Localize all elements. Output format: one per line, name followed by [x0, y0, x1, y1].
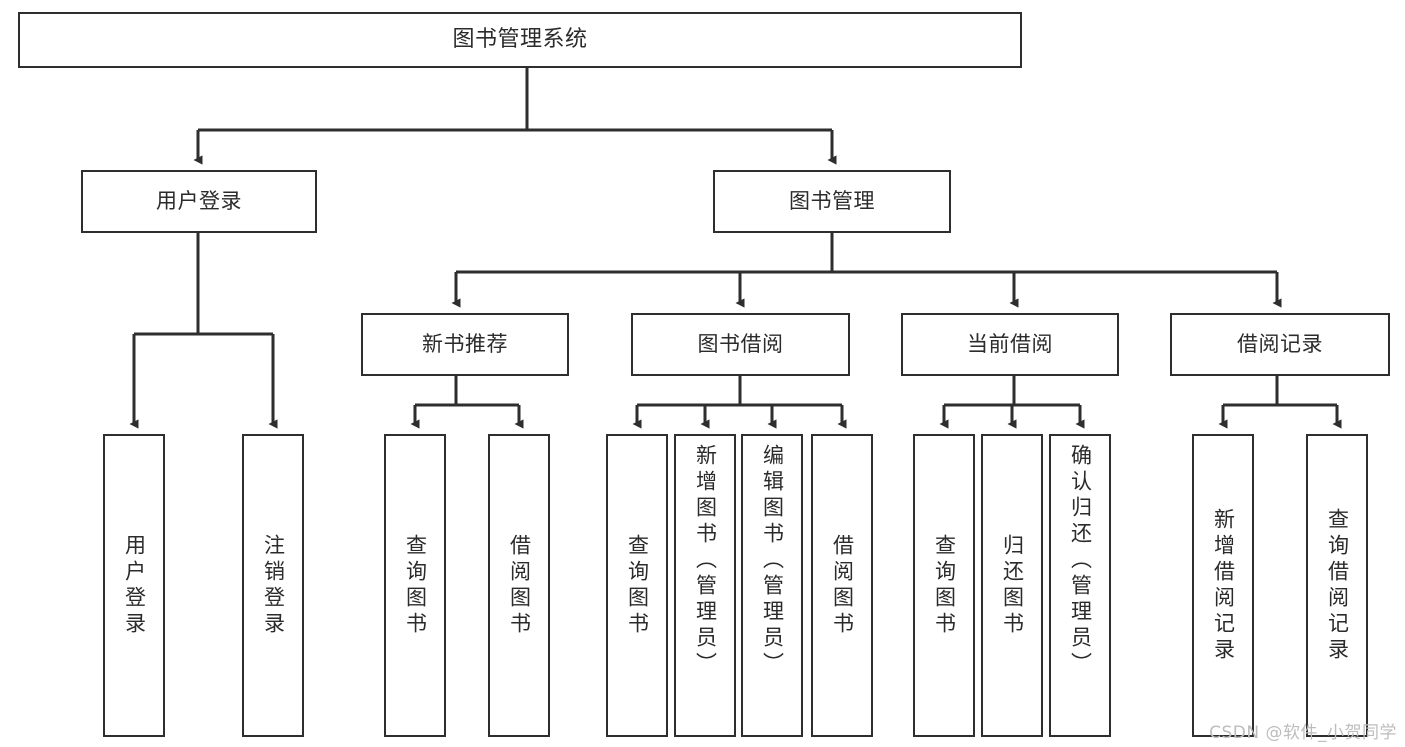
node-borrow-record[interactable]: 借阅记录	[1170, 313, 1390, 376]
node-leaf-return-book[interactable]: 归还图书	[981, 434, 1043, 737]
node-leaf-borrow-book-borrow[interactable]: 借阅图书	[811, 434, 873, 737]
node-leaf-add-book-admin[interactable]: 新增图书（管理员）	[674, 434, 736, 737]
node-label: 用户登录	[156, 189, 242, 214]
node-root-book-management-system[interactable]: 图书管理系统	[18, 12, 1022, 68]
node-label: 新书推荐	[422, 332, 508, 357]
node-label: 确认归还（管理员）	[1068, 444, 1093, 678]
node-label: 查询图书	[625, 533, 650, 638]
node-label: 查询借阅记录	[1325, 507, 1350, 664]
node-label: 查询图书	[403, 533, 428, 638]
node-leaf-user-login[interactable]: 用户登录	[103, 434, 165, 737]
node-label: 图书管理	[789, 189, 875, 214]
node-current-borrow[interactable]: 当前借阅	[901, 313, 1119, 376]
node-book-management[interactable]: 图书管理	[713, 170, 951, 233]
node-leaf-query-book-borrow[interactable]: 查询图书	[606, 434, 668, 737]
node-leaf-add-borrow-record[interactable]: 新增借阅记录	[1192, 434, 1254, 737]
node-label: 注销登录	[261, 533, 286, 638]
node-label: 查询图书	[932, 533, 957, 638]
watermark-text: CSDN @软件_小贺同学	[1209, 723, 1397, 743]
node-label: 新增借阅记录	[1211, 507, 1236, 664]
node-label: 借阅记录	[1237, 332, 1323, 357]
node-leaf-query-borrow-record[interactable]: 查询借阅记录	[1306, 434, 1368, 737]
node-label: 借阅图书	[507, 533, 532, 638]
node-book-borrow[interactable]: 图书借阅	[631, 313, 850, 376]
node-label: 图书借阅	[697, 332, 784, 357]
node-leaf-query-book-recommend[interactable]: 查询图书	[384, 434, 446, 737]
node-leaf-edit-book-admin[interactable]: 编辑图书（管理员）	[741, 434, 803, 737]
node-leaf-query-book-current[interactable]: 查询图书	[913, 434, 975, 737]
node-user-login[interactable]: 用户登录	[81, 170, 317, 233]
node-label: 归还图书	[1000, 533, 1025, 638]
node-leaf-borrow-book-recommend[interactable]: 借阅图书	[488, 434, 550, 737]
node-label: 新增图书（管理员）	[693, 444, 718, 678]
node-leaf-logout[interactable]: 注销登录	[242, 434, 304, 737]
node-label: 借阅图书	[830, 533, 855, 638]
node-label: 当前借阅	[967, 332, 1053, 357]
node-label: 图书管理系统	[452, 27, 588, 53]
node-label: 用户登录	[122, 533, 147, 638]
node-new-book-recommend[interactable]: 新书推荐	[361, 313, 569, 376]
node-label: 编辑图书（管理员）	[760, 444, 785, 678]
node-leaf-confirm-return-admin[interactable]: 确认归还（管理员）	[1049, 434, 1111, 737]
